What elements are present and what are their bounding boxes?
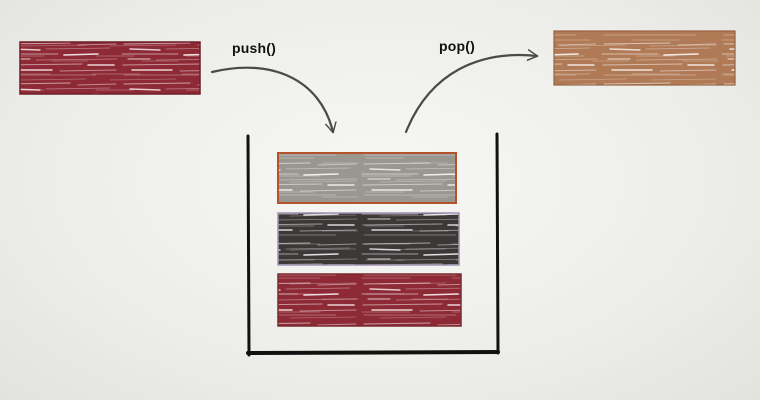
- pop-arrow: [404, 55, 537, 134]
- stack-container: [246, 132, 500, 357]
- incoming-block: [19, 41, 201, 95]
- popped-block: [553, 30, 736, 86]
- stack-item-middle: [277, 212, 460, 266]
- push-arrow: [210, 66, 333, 132]
- push-label: push(): [232, 40, 276, 56]
- stack-item-bottom: [277, 273, 462, 327]
- stack-item-top: [277, 152, 457, 204]
- pop-label: pop(): [439, 38, 475, 54]
